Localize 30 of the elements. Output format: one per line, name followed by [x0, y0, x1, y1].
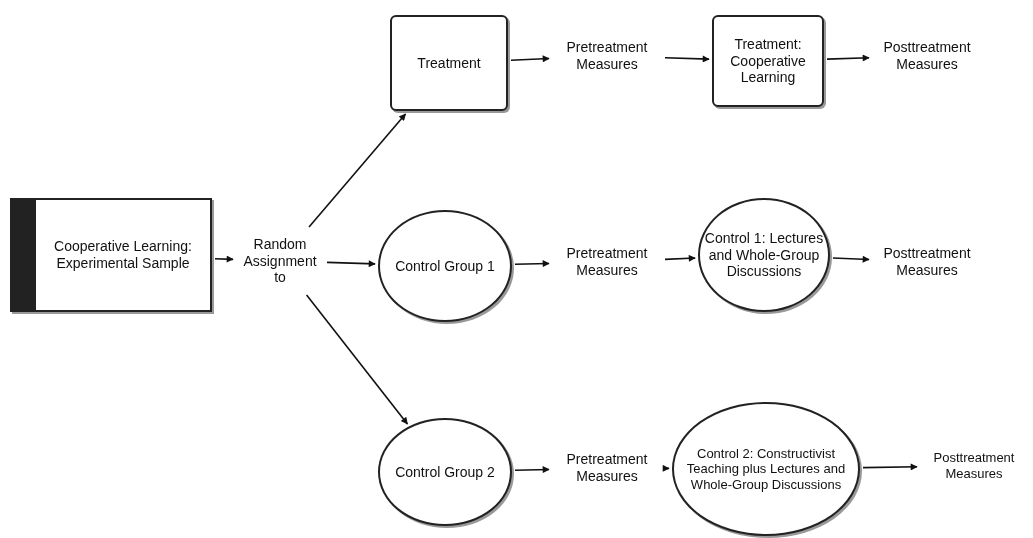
node-label: Posttreatment Measures: [882, 39, 972, 73]
arrow: [326, 260, 376, 268]
sample-box: [10, 198, 212, 312]
node-label: Posttreatment Measures: [932, 450, 1016, 482]
arrow: [214, 255, 234, 263]
node-text: Cooperative Learning: Experimental Sample: [53, 238, 193, 272]
node-label: Random Assignment to: [242, 235, 318, 287]
node-text: Control 1: Lectures and Whole-Group Discussions: [704, 229, 824, 281]
arrow: [662, 464, 670, 472]
node-text: Control 2: Constructivist Teaching plus Lectures and Whole-Group Discussions: [685, 445, 847, 493]
node-text: Treatment: [417, 54, 481, 72]
arrow: [664, 55, 710, 63]
arrow: [514, 260, 550, 268]
arrow: [862, 463, 918, 471]
node-text: Control Group 2: [395, 463, 495, 481]
process-box: [390, 15, 508, 111]
process-box: [712, 15, 824, 107]
arrow: [832, 255, 870, 263]
arrow: [826, 54, 870, 62]
node-text: Control Group 1: [395, 257, 495, 275]
node-label: Pretreatment Measures: [565, 39, 649, 73]
node-text: Treatment: Cooperative Learning: [729, 35, 807, 87]
arrow: [664, 254, 696, 262]
arrow: [514, 466, 550, 474]
node-label: Pretreatment Measures: [565, 245, 649, 279]
arrow: [510, 55, 550, 63]
node-label: Posttreatment Measures: [882, 245, 972, 279]
node-label: Pretreatment Measures: [565, 451, 649, 485]
arrow: [305, 294, 409, 425]
arrow: [308, 113, 407, 228]
